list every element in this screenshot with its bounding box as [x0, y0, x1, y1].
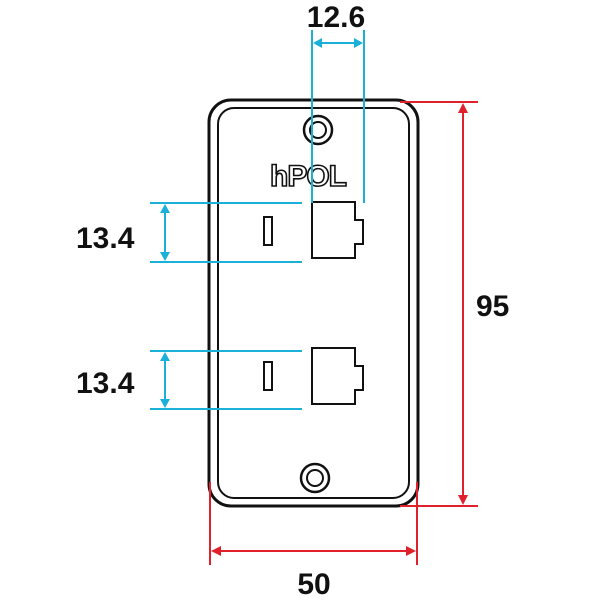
port-1-height-dimension: [150, 202, 302, 263]
faceplate-outer-edge: [207, 98, 420, 508]
port-2-jack: [311, 347, 364, 405]
plate-width-label: 50: [297, 568, 330, 600]
bottom-screw-hole: [299, 462, 331, 494]
port-1-jack: [311, 201, 364, 259]
port-1-height-label: 13.4: [76, 222, 135, 255]
top-screw-hole: [302, 114, 334, 146]
port-width-dimension: [311, 30, 365, 203]
faceplate: [207, 98, 420, 508]
faceplate-inner-edge: [217, 107, 410, 499]
brand-logo: hPOL: [270, 160, 347, 193]
plate-height-dimension: [400, 101, 478, 507]
plate-width-dimension: [209, 482, 418, 565]
port-width-label: 12.6: [307, 1, 365, 34]
port-1-label-slot: [263, 216, 273, 246]
port-2: [263, 347, 364, 405]
port-2-height-dimension: [150, 350, 302, 410]
plate-height-label: 95: [476, 290, 509, 323]
port-2-height-label: 13.4: [76, 367, 135, 400]
port-1: [263, 201, 364, 259]
port-2-label-slot: [263, 361, 273, 391]
